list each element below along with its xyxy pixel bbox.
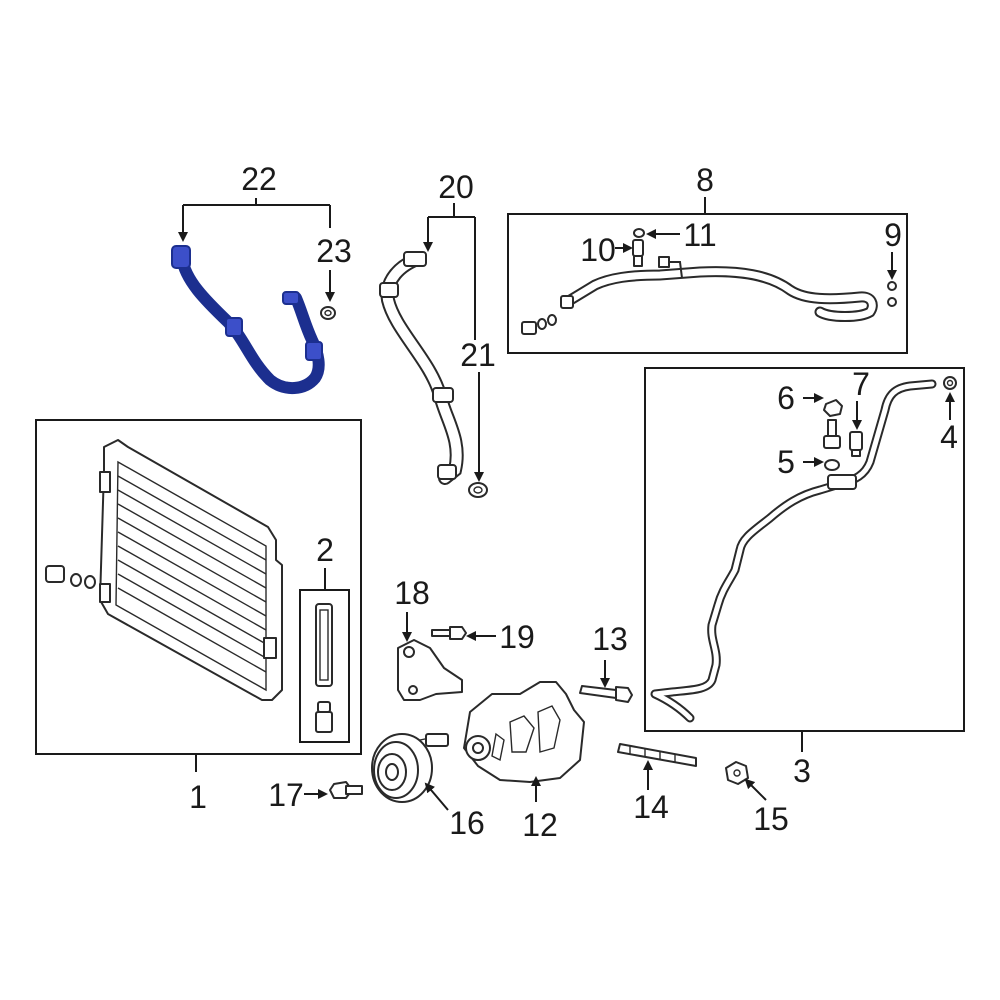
callout-2: 2 <box>316 532 334 568</box>
callout-14: 14 <box>633 789 669 825</box>
part-6-cap[interactable] <box>823 399 843 417</box>
leader-22 <box>178 198 331 242</box>
part-10-valve[interactable] <box>632 239 644 267</box>
part-17-bolt[interactable] <box>329 781 363 799</box>
part-8-fittings[interactable] <box>521 314 557 335</box>
callout-6: 6 <box>777 380 795 416</box>
part-12-compressor[interactable] <box>463 681 585 783</box>
callout-15: 15 <box>753 801 789 837</box>
callout-10: 10 <box>580 232 616 268</box>
callout-7: 7 <box>852 366 870 402</box>
part-22-ac-hose[interactable] <box>171 245 325 394</box>
part-4-o-ring[interactable] <box>943 376 957 390</box>
callout-9: 9 <box>884 217 902 253</box>
part-13-bolt[interactable] <box>579 685 633 703</box>
callout-21: 21 <box>460 337 496 373</box>
callout-13: 13 <box>592 621 628 657</box>
part-9-o-rings[interactable] <box>887 281 897 307</box>
part-8-group-box <box>507 213 908 354</box>
part-18-bracket[interactable] <box>397 639 463 701</box>
callout-4: 4 <box>940 419 958 455</box>
part-3-discharge-line[interactable] <box>650 379 937 723</box>
part-16-clutch-pulley[interactable] <box>371 733 449 803</box>
part-11-cap[interactable] <box>633 228 645 238</box>
leader-16 <box>424 782 449 811</box>
callout-19: 19 <box>499 619 535 655</box>
part-19-bolt[interactable] <box>431 626 467 640</box>
part-1-condenser[interactable] <box>99 439 283 701</box>
callout-16: 16 <box>449 805 485 841</box>
leader-15 <box>744 778 767 801</box>
part-5-valve[interactable] <box>823 419 841 471</box>
callout-1: 1 <box>189 779 207 815</box>
part-8-liquid-line[interactable] <box>560 256 878 322</box>
callout-8: 8 <box>696 162 714 198</box>
callout-23: 23 <box>316 233 352 269</box>
part-14-stud[interactable] <box>617 743 697 767</box>
part-1-group-box <box>35 419 362 755</box>
callout-18: 18 <box>394 575 430 611</box>
callout-20: 20 <box>438 169 474 205</box>
callout-3: 3 <box>793 753 811 789</box>
part-23-o-ring[interactable] <box>320 306 336 320</box>
callout-5: 5 <box>777 444 795 480</box>
leader-20 <box>423 203 476 340</box>
callout-11: 11 <box>683 217 716 253</box>
callout-12: 12 <box>522 807 558 843</box>
part-1-fittings[interactable] <box>45 565 96 589</box>
part-3-group-box <box>644 367 965 732</box>
callout-17: 17 <box>268 777 304 813</box>
part-21-o-ring[interactable] <box>468 482 488 498</box>
part-2-drier[interactable] <box>315 603 333 733</box>
part-15-nut[interactable] <box>725 761 749 785</box>
callout-22: 22 <box>241 161 277 197</box>
part-20-ac-hose[interactable] <box>379 251 464 485</box>
part-7-pressure-sensor[interactable] <box>849 431 863 457</box>
